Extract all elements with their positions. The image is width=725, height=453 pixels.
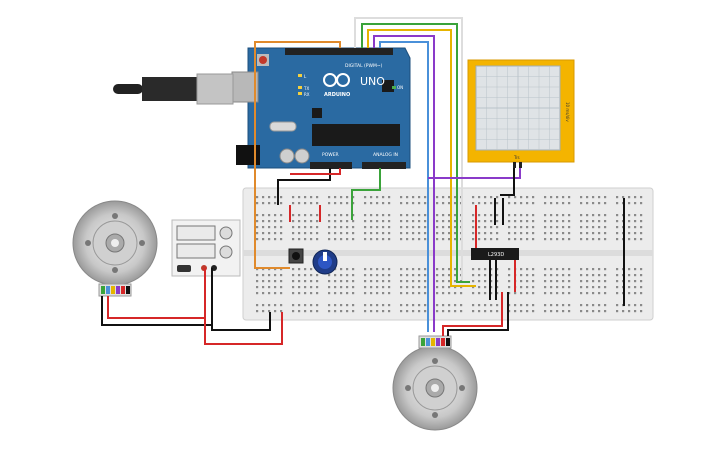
scope-side-label: 10 ms/div	[565, 102, 570, 122]
potentiometer-icon	[312, 249, 338, 275]
driver-ic-label: L293D	[488, 252, 504, 258]
pushbutton-icon	[288, 248, 304, 264]
tx-led-label: TX	[303, 86, 309, 91]
motor-left-icon	[72, 200, 158, 297]
l-led-label: L	[304, 74, 307, 79]
wire-purple-scope	[428, 168, 521, 179]
wire-black-supply	[211, 268, 271, 331]
wire-red-supply	[204, 268, 283, 345]
wire-white	[354, 17, 463, 280]
oscilloscope-icon: 10 ms/div Trs	[467, 59, 575, 168]
on-led-label: ON	[397, 85, 403, 90]
wires	[101, 17, 625, 345]
wire-blue	[379, 41, 429, 332]
wire-green-digital	[361, 23, 470, 283]
wire-black-bottom-motor	[447, 292, 509, 336]
wire-black-scope	[500, 168, 515, 196]
digital-pins-label: DIGITAL (PWM~)	[345, 63, 383, 69]
breadboard	[242, 187, 654, 321]
wire-red-bottom-motor	[442, 292, 503, 336]
arduino-brand-label: ARDUINO	[324, 92, 350, 98]
analog-in-label: ANALOG IN	[373, 152, 398, 158]
motor-bottom-icon	[392, 335, 478, 431]
rx-led-label: RX	[304, 92, 310, 97]
arduino-logo-icon	[323, 73, 350, 87]
arduino-model-label: UNO	[360, 75, 385, 88]
wire-orange	[254, 41, 341, 269]
usb-cable-icon	[113, 73, 234, 105]
wire-yellow	[367, 29, 476, 287]
power-label: POWER	[322, 152, 339, 158]
l293d-driver-ic: L293D	[471, 248, 519, 260]
power-supply-icon	[171, 219, 241, 277]
wire-green-analog	[351, 168, 381, 220]
scope-terminal-label: Trs	[513, 155, 520, 160]
arduino-uno-board: UNO ARDUINO DIGITAL (PWM~) POWER ANALOG …	[231, 47, 411, 169]
wire-purple-digital	[373, 35, 435, 332]
wire-red-power	[290, 168, 341, 175]
